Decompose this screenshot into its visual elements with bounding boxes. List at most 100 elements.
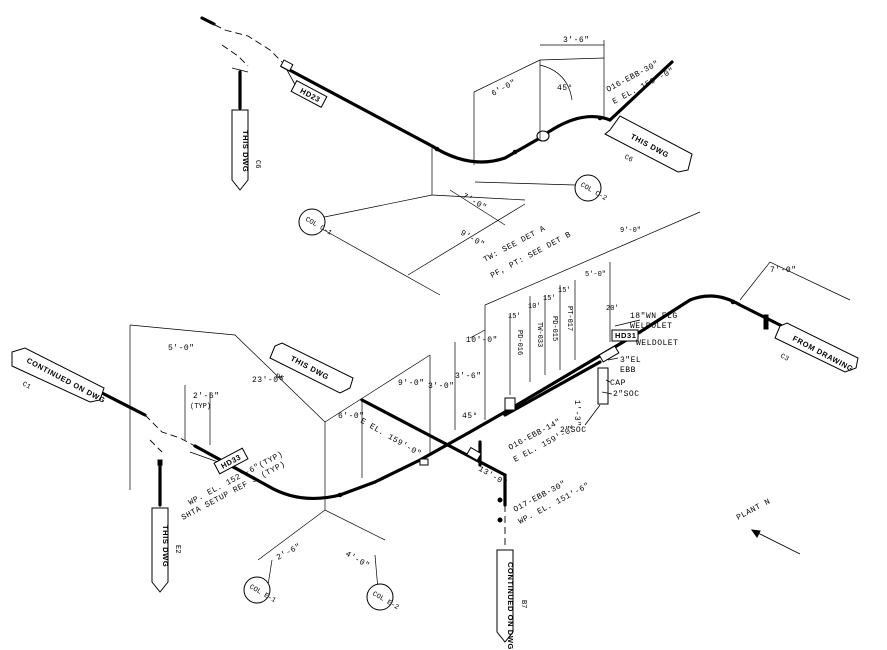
dim-15ft-a: 15': [508, 313, 521, 321]
el-mid: E EL. 159'-0": [359, 417, 423, 459]
header-pipe: [503, 330, 642, 414]
svg-text:THIS DWG: THIS DWG: [161, 525, 170, 567]
dim-4ft: 4'-0": [344, 550, 371, 571]
dim-15ft-b: 15': [543, 295, 556, 303]
top-left-tee: [231, 67, 249, 73]
dim-9ft-top: 9'-0": [459, 229, 486, 250]
dim-3ft-mid: 3'-0": [428, 382, 455, 391]
callout-ebb: EBB: [620, 366, 636, 375]
grid-cross-line: [407, 203, 526, 276]
col-e1-bubble: COL E-1: [243, 576, 277, 605]
bottom-weld-1: [497, 497, 503, 503]
dim-2ft6-bottom: 2'-6": [275, 542, 303, 562]
tag-hd23: HD23: [286, 69, 328, 108]
left-mid-pipe: [373, 458, 422, 484]
dim-2ft6-left: 2'-6": [193, 392, 220, 401]
svg-text:CONTINUED ON DWG: CONTINUED ON DWG: [25, 356, 107, 405]
top-flange: [280, 59, 294, 72]
top-left-pipe-stub: [200, 16, 216, 26]
dim-7ft-top: 7'-0": [461, 192, 488, 213]
svg-text:CONTINUED ON DWG: CONTINUED ON DWG: [506, 562, 515, 650]
dim-10ft-mid: 10'-0": [466, 336, 498, 345]
dim-5ft-left: 5'-0": [168, 344, 195, 353]
dim-line-6ft: [129, 324, 326, 423]
left-dashed-continuation: [144, 414, 196, 447]
grid-dim-7ft: [449, 189, 506, 226]
svg-text:THIS DWG: THIS DWG: [241, 130, 250, 172]
header-callouts: 18"WN FLG WELDOLET HD31 WELDOLET 3"EL EB…: [560, 312, 678, 435]
dim-6ft-mid: 6'-0": [338, 412, 365, 421]
callout-cap: CAP: [610, 379, 626, 388]
left-dashed-branch: [149, 439, 163, 453]
callout-weldolet-1: WELDOLET: [630, 322, 672, 331]
col-e2-bubble: COL E-2: [366, 583, 400, 612]
right-pipe: [638, 294, 792, 334]
grid-to-col-c2: [474, 181, 576, 186]
dim-3ft6-mid: 3'-6": [455, 372, 482, 381]
grid-bottom: [257, 509, 386, 561]
top-pipe-run: 3'-6" 6'-0" 45° O16-EBB-30" E EL. 159'-0…: [200, 16, 693, 296]
dim-line-10ft: [469, 329, 486, 339]
top-dim-ext-1: [473, 59, 541, 165]
top-dim-3ft6: 3'-6": [563, 36, 590, 45]
dim-9ft-right: 9'-0": [620, 227, 641, 235]
tag-hd31: HD31: [611, 329, 639, 342]
tag-hd33: HD33: [189, 447, 249, 475]
fitting-vertical: [597, 367, 609, 405]
callout-wn-flg: 18"WN FLG: [630, 312, 678, 321]
right-weld: [730, 299, 736, 305]
dim-10ft: 10': [528, 303, 541, 311]
svg-text:C1: C1: [21, 381, 32, 392]
callout-weldolet-2: WELDOLET: [636, 339, 678, 348]
dim-5ft: 5'-0": [585, 271, 606, 279]
center-rising-pipe: [418, 410, 507, 462]
top-left-dashed-branch: [221, 44, 249, 67]
svg-text:E2: E2: [173, 545, 181, 553]
instrument-cluster: 15' 10' 15' 15' 5'-0" PD-016 TW-033 PD-0…: [484, 211, 701, 420]
dim-ext-2ft6: [184, 385, 211, 445]
dim-1ft3: 1'-3": [572, 400, 581, 427]
fitting-header-left: [504, 397, 516, 411]
col-c2-bubble: COL C-2: [574, 174, 608, 203]
dim-line-9ft: [324, 354, 431, 423]
top-right-pipe: [608, 60, 674, 122]
right-flange: [763, 314, 769, 330]
instrument-pt017: PT-017: [565, 306, 573, 331]
conn-bottom-left: THIS DWG E2: [151, 507, 181, 593]
top-weld-2: [512, 149, 518, 155]
note-shta: SHTA SETUP REF 3 (TYP): [180, 460, 287, 523]
svg-text:B7: B7: [519, 600, 527, 608]
dim-7ft-right: 7'-0": [770, 266, 797, 275]
left-weld: [337, 492, 343, 498]
top-weld-3: [597, 115, 603, 121]
plant-north-arrow: PLANT N: [735, 497, 801, 555]
main-pipe-run: 15' 10' 15' 15' 5'-0" PD-016 TW-033 PD-0…: [11, 211, 859, 650]
instrument-tw033: TW-033: [535, 322, 543, 347]
fitting-small: [419, 458, 429, 466]
top-dim-line-1: [539, 57, 605, 61]
instrument-pd016: PD-016: [515, 330, 523, 355]
dim-typ-left: (TYP): [190, 403, 211, 411]
conn-left: CONTINUED ON DWG C1: [11, 347, 107, 405]
dim-45deg-mid: 45°: [462, 412, 478, 421]
svg-text:HD31: HD31: [615, 331, 637, 340]
top-weld-1: [434, 146, 440, 152]
plant-north-label: PLANT N: [735, 497, 772, 522]
conn-right: FROM DRAWING C3: [774, 322, 859, 374]
svg-text:C6: C6: [623, 154, 634, 165]
conn-middle: THIS DWG D5: [269, 342, 354, 394]
fitting-header-right: [598, 345, 620, 363]
top-dim-6ft: 6'-0": [490, 78, 518, 98]
header-lower-pipe: [503, 360, 602, 417]
callout-3in-el: 3"EL: [620, 356, 641, 365]
top-left-dashed-continuation: [204, 19, 283, 63]
fitting-el: [466, 446, 482, 462]
north-arrow-head: [750, 529, 761, 538]
callout-2in-soc-2: 2"SOC: [560, 426, 587, 435]
left-pipe-stub: [98, 390, 147, 417]
top-dim-45deg: 45°: [557, 84, 573, 93]
conn-bottom: CONTINUED ON DWG B7: [496, 549, 527, 650]
svg-text:C3: C3: [779, 353, 790, 364]
dim-9ft-mid: 9'-0": [398, 379, 425, 388]
